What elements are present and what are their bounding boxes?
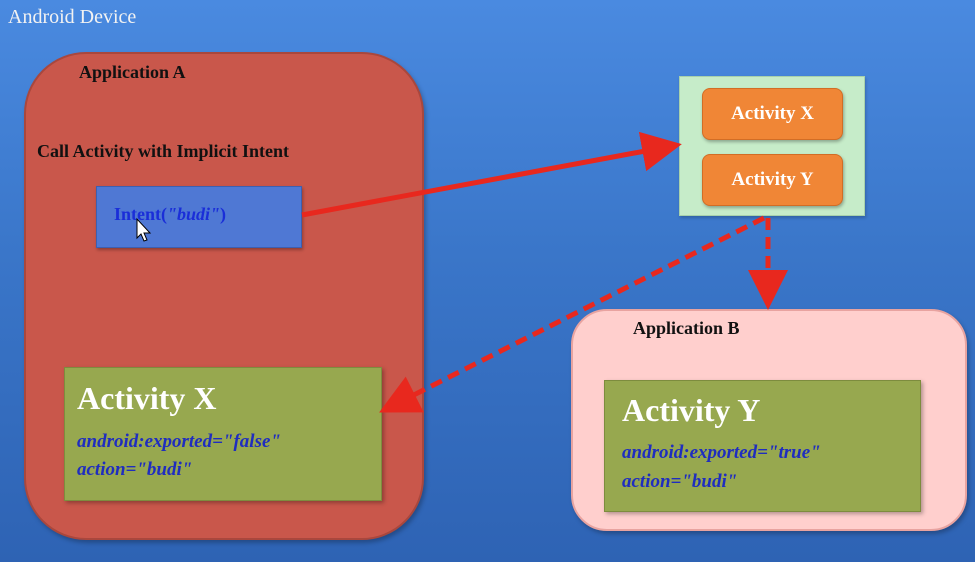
call-activity-label: Call Activity with Implicit Intent — [37, 141, 289, 161]
intent-suffix: ) — [220, 204, 226, 224]
activity-y-title: Activity Y — [622, 392, 761, 428]
activity-x-exported: android:exported="false" — [77, 431, 281, 452]
activity-x-action: action="budi" — [77, 459, 193, 480]
intent-arg: "budi" — [167, 204, 220, 224]
activity-x-card — [64, 367, 382, 501]
intent-prefix: Intent( — [114, 204, 167, 224]
device-title: Android Device — [8, 6, 137, 28]
application-b-title: Application B — [633, 318, 740, 338]
chooser-item-activity-x[interactable]: Activity X — [702, 88, 843, 140]
application-a-title: Application A — [79, 62, 186, 82]
activity-x-title: Activity X — [77, 380, 217, 416]
chooser-item-activity-y[interactable]: Activity Y — [702, 154, 843, 206]
activity-y-exported: android:exported="true" — [622, 442, 821, 463]
intent-box[interactable] — [96, 186, 302, 248]
intent-label: Intent("budi") — [114, 204, 226, 225]
activity-y-action: action="budi" — [622, 471, 738, 492]
